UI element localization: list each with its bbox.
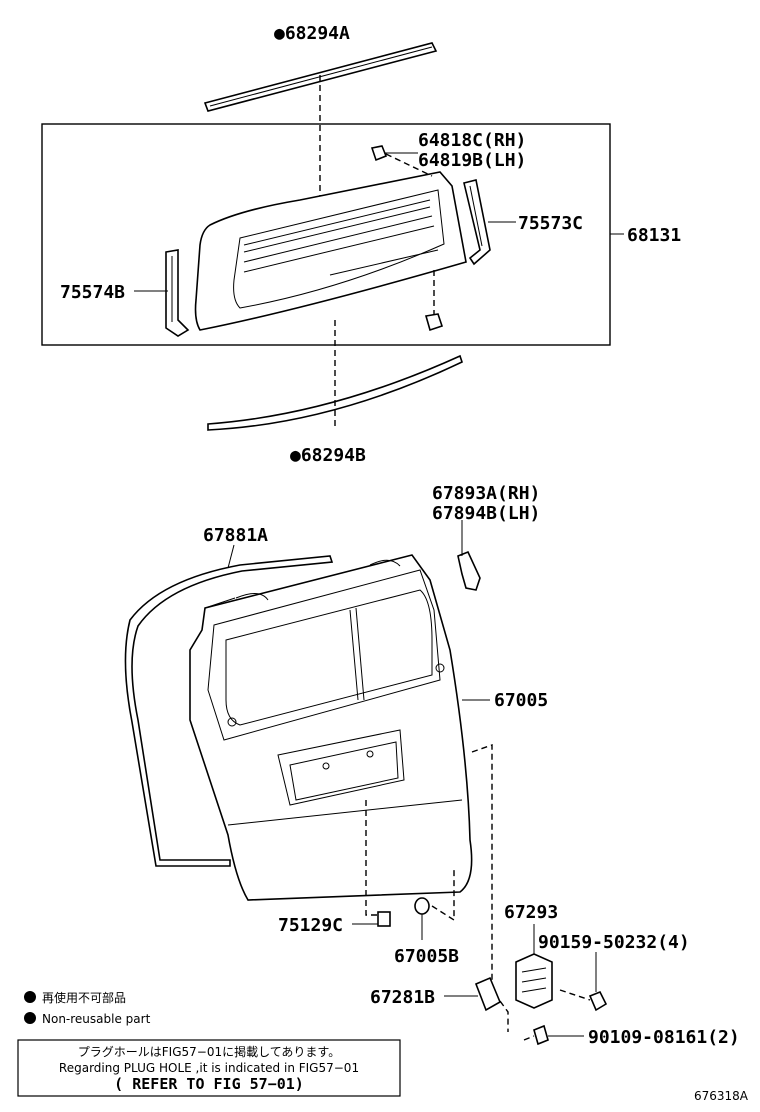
- weatherstrip-seal: [124, 555, 334, 867]
- legend-item-en: Non-reusable part: [42, 1012, 151, 1026]
- label-clip-rh: 64818C(RH): [418, 130, 526, 151]
- label-lock: 67293: [504, 902, 558, 923]
- back-glass: [194, 171, 467, 331]
- label-bolt-2: 90109-08161(2): [588, 1027, 740, 1048]
- note-line-ref: ( REFER TO FIG 57−01): [114, 1075, 304, 1093]
- label-striker: 67281B: [370, 987, 435, 1008]
- label-back-door-panel: 67005: [494, 690, 548, 711]
- lock-assembly: [515, 953, 553, 1009]
- emblem-leader-dashed: [365, 800, 378, 916]
- label-cushion: 67005B: [394, 946, 459, 967]
- label-bolt-4: 90159-50232(4): [538, 932, 690, 953]
- cushion-part: [414, 897, 430, 915]
- bolt-lower-leader-dashed: [523, 1035, 535, 1041]
- leader-weatherstrip: [227, 544, 235, 569]
- label-garnish-lh: 75574B: [60, 282, 125, 303]
- label-hinge-rh: 67893A(RH): [432, 483, 540, 504]
- label-glass: 68131: [627, 225, 681, 246]
- legend-bullet-jp: [24, 991, 36, 1003]
- legend-bullet-en: [24, 1012, 36, 1024]
- figure-id: 676318A: [694, 1089, 749, 1103]
- clip-leader-dashed: [385, 153, 433, 177]
- emblem-part: [377, 911, 391, 927]
- striker-part: [474, 976, 502, 1012]
- lower-moulding-strip: [207, 354, 463, 431]
- label-clip-lh: 64819B(LH): [418, 150, 526, 171]
- note-line-en: Regarding PLUG HOLE ,it is indicated in …: [59, 1061, 359, 1075]
- glass-clip-upper: [370, 145, 388, 162]
- back-door-hinge: [457, 550, 481, 591]
- note-line-jp: プラグホールはFIG57−01に掲載してあります。: [78, 1044, 340, 1059]
- garnish-left: [165, 249, 190, 337]
- back-door-panel: [189, 554, 473, 901]
- label-emblem: 75129C: [278, 915, 343, 936]
- bolt-upper: [588, 990, 608, 1012]
- label-moulding-upper: ●68294A: [274, 23, 350, 44]
- lock-leader-dashed: [471, 744, 509, 1032]
- label-moulding-lower: ●68294B: [290, 445, 366, 466]
- garnish-right: [463, 179, 491, 266]
- label-hinge-lh: 67894B(LH): [432, 503, 540, 524]
- legend-item-jp: 再使用不可部品: [42, 990, 126, 1005]
- glass-clip-lower: [424, 313, 444, 332]
- note-box: [17, 1039, 401, 1097]
- label-garnish-rh: 75573C: [518, 213, 583, 234]
- bolt-lower: [533, 1024, 549, 1046]
- label-weatherstrip: 67881A: [203, 525, 268, 546]
- bolt-upper-leader-dashed: [559, 989, 591, 1001]
